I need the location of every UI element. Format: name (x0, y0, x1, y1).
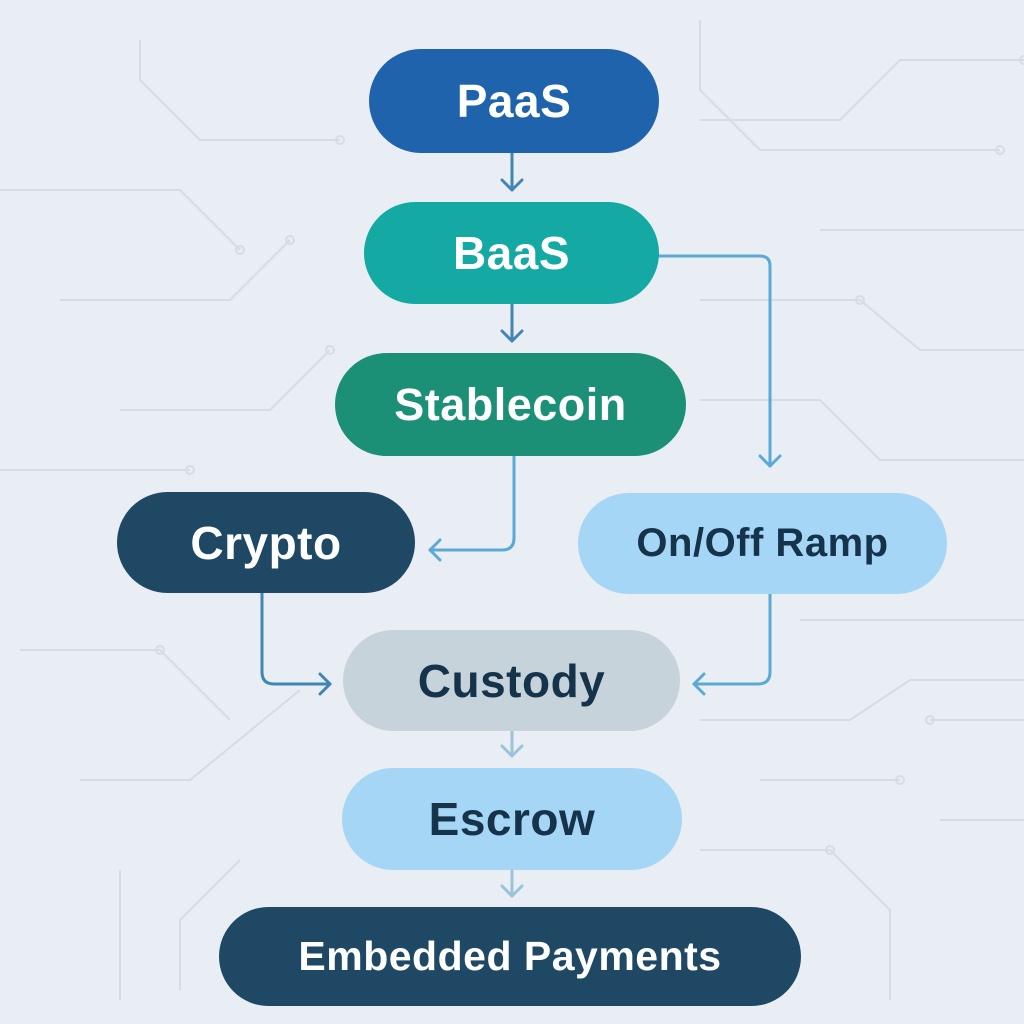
circuit-node (185, 465, 195, 475)
arrowhead-crypto-custody (318, 672, 332, 696)
node-stablecoin: Stablecoin (335, 353, 686, 456)
arrowhead-stablecoin-crypto (428, 538, 442, 562)
circuit-trace (700, 399, 1024, 461)
circuit-trace (20, 649, 231, 721)
arrowhead-custody-escrow (500, 744, 524, 758)
circuit-node (235, 245, 245, 255)
edge-baas-onoff (657, 254, 772, 468)
node-stablecoin-label: Stablecoin (394, 378, 627, 430)
node-embedded-payments-label: Embedded Payments (298, 933, 722, 979)
node-escrow: Escrow (342, 768, 682, 870)
edge-onoff-custody (692, 592, 772, 686)
node-custody: Custody (343, 630, 680, 731)
arrowhead-paas-baas (500, 178, 524, 192)
circuit-node (895, 775, 905, 785)
node-onoff-ramp: On/Off Ramp (578, 493, 947, 594)
circuit-trace (60, 239, 291, 301)
node-paas-label: PaaS (456, 75, 572, 127)
node-crypto-label: Crypto (190, 516, 342, 569)
circuit-node (285, 235, 295, 245)
node-baas-label: BaaS (452, 227, 571, 279)
node-onoff-ramp-label: On/Off Ramp (636, 521, 889, 565)
edge-crypto-custody (260, 591, 332, 686)
circuit-node (155, 645, 165, 655)
node-crypto: Crypto (117, 492, 415, 593)
circuit-trace (120, 349, 331, 411)
arrowhead-baas-stablecoin (500, 329, 524, 343)
circuit-node (995, 145, 1005, 155)
node-escrow-label: Escrow (428, 793, 596, 845)
circuit-trace (700, 849, 891, 1000)
circuit-node (825, 845, 835, 855)
arrowhead-escrow-embedded (500, 884, 524, 898)
arrowhead-baas-onoff (758, 454, 782, 468)
circuit-trace (700, 299, 1024, 351)
circuit-trace (0, 189, 241, 251)
circuit-node (335, 135, 345, 145)
node-embedded-payments: Embedded Payments (219, 907, 801, 1006)
circuit-node (1019, 55, 1024, 65)
edge-stablecoin-crypto (428, 454, 516, 552)
node-custody-label: Custody (417, 654, 606, 707)
circuit-trace (700, 59, 1024, 121)
circuit-node (855, 295, 865, 305)
circuit-trace (700, 679, 1024, 721)
circuit-node (925, 715, 935, 725)
node-baas: BaaS (364, 202, 659, 304)
circuit-trace (80, 689, 301, 781)
arrowhead-onoff-custody (692, 672, 706, 696)
circuit-node (325, 345, 335, 355)
circuit-trace (179, 859, 241, 990)
node-paas: PaaS (369, 49, 659, 153)
circuit-trace (139, 40, 340, 141)
